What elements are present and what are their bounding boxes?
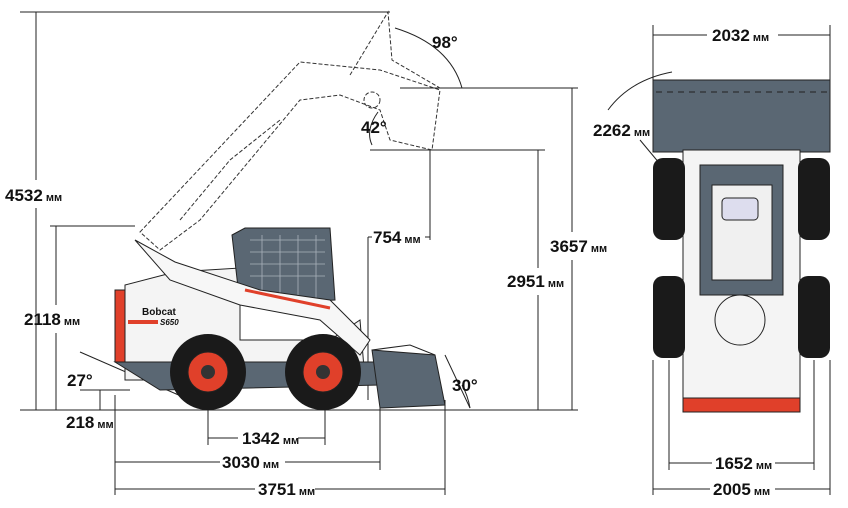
- label-dump-angle: 42°: [361, 118, 387, 137]
- raised-lift-arm-outline: [139, 10, 441, 251]
- model-badge: S650: [160, 318, 179, 327]
- tire-rear-right: [798, 276, 830, 358]
- skid-steer-side: Bobcat S650: [113, 227, 446, 410]
- tire-rear-left: [653, 276, 685, 358]
- front-wheel: [285, 334, 361, 410]
- bucket-top: [652, 79, 831, 153]
- label-departure-angle: 27°: [67, 371, 93, 390]
- label-rollback-raised: 98°: [432, 33, 458, 52]
- bucket: [371, 349, 446, 409]
- tire-front-left: [653, 158, 685, 240]
- label-rollback-angle: 30°: [452, 376, 478, 395]
- brand-logo: Bobcat: [142, 307, 177, 318]
- rear-wheel: [170, 334, 246, 410]
- tire-front-right: [798, 158, 830, 240]
- rear-bumper: [682, 397, 801, 413]
